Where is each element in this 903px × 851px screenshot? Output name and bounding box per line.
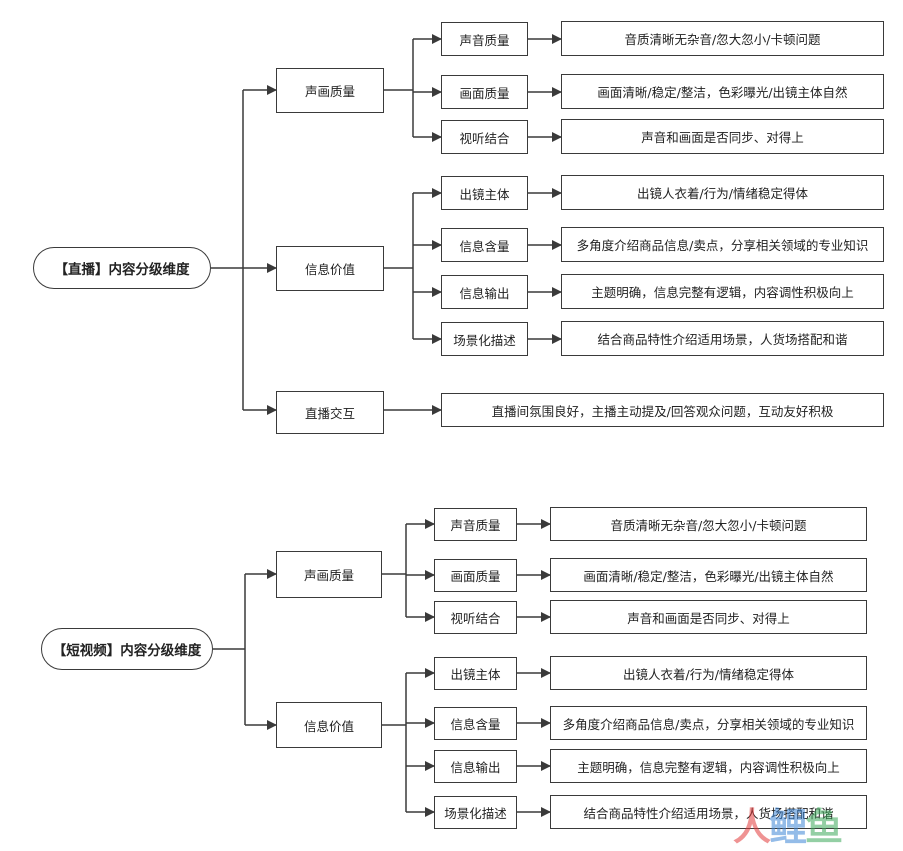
desc-live-av-sync: 声音和画面是否同步、对得上 bbox=[561, 119, 884, 154]
leaf-video-picture-quality: 画面质量 bbox=[434, 559, 517, 592]
desc-live-scene-desc: 结合商品特性介绍适用场景，人货场搭配和谐 bbox=[561, 321, 884, 356]
desc-video-on-camera: 出镜人衣着/行为/情绪稳定得体 bbox=[550, 656, 867, 690]
desc-video-av-sync: 声音和画面是否同步、对得上 bbox=[550, 600, 867, 634]
leaf-live-sound-quality: 声音质量 bbox=[441, 22, 528, 56]
leaf-video-on-camera: 出镜主体 bbox=[434, 657, 517, 690]
leaf-live-picture-quality: 画面质量 bbox=[441, 75, 528, 109]
leaf-live-info-output: 信息输出 bbox=[441, 275, 528, 309]
desc-live-info-output: 主题明确，信息完整有逻辑，内容调性积极向上 bbox=[561, 274, 884, 309]
branch-video-info-value: 信息价值 bbox=[276, 702, 382, 748]
leaf-video-sound-quality: 声音质量 bbox=[434, 508, 517, 541]
desc-live-info-amount: 多角度介绍商品信息/卖点，分享相关领域的专业知识 bbox=[561, 227, 884, 262]
watermark-char-2: 鲤 bbox=[769, 805, 807, 849]
branch-video-av-quality: 声画质量 bbox=[276, 551, 382, 598]
root-live: 【直播】内容分级维度 bbox=[33, 247, 211, 289]
leaf-video-av-sync: 视听结合 bbox=[434, 601, 517, 634]
watermark-char-1: 人 bbox=[733, 805, 771, 849]
leaf-live-scene-desc: 场景化描述 bbox=[441, 322, 528, 356]
root-short-video: 【短视频】内容分级维度 bbox=[41, 628, 213, 670]
leaf-live-info-amount: 信息含量 bbox=[441, 228, 528, 262]
leaf-live-av-sync: 视听结合 bbox=[441, 120, 528, 154]
desc-video-scene-desc: 结合商品特性介绍适用场景，人货场搭配和谐 bbox=[550, 795, 867, 829]
leaf-video-scene-desc: 场景化描述 bbox=[434, 796, 517, 829]
branch-live-info-value: 信息价值 bbox=[276, 246, 384, 291]
desc-video-info-output: 主题明确，信息完整有逻辑，内容调性积极向上 bbox=[550, 749, 867, 783]
leaf-video-info-output: 信息输出 bbox=[434, 750, 517, 783]
watermark-char-3: 鱼 bbox=[805, 805, 843, 849]
watermark-logo: 人鲤鱼 bbox=[733, 796, 843, 851]
desc-live-picture-quality: 画面清晰/稳定/整洁，色彩曝光/出镜主体自然 bbox=[561, 74, 884, 109]
leaf-video-info-amount: 信息含量 bbox=[434, 707, 517, 740]
desc-video-sound-quality: 音质清晰无杂音/忽大忽小/卡顿问题 bbox=[550, 507, 867, 541]
leaf-live-on-camera: 出镜主体 bbox=[441, 176, 528, 210]
branch-live-av-quality: 声画质量 bbox=[276, 68, 384, 113]
branch-live-interaction: 直播交互 bbox=[276, 391, 384, 434]
desc-live-interaction: 直播间氛围良好，主播主动提及/回答观众问题，互动友好积极 bbox=[441, 393, 884, 427]
desc-live-sound-quality: 音质清晰无杂音/忽大忽小/卡顿问题 bbox=[561, 21, 884, 56]
desc-video-info-amount: 多角度介绍商品信息/卖点，分享相关领域的专业知识 bbox=[550, 706, 867, 740]
desc-video-picture-quality: 画面清晰/稳定/整洁，色彩曝光/出镜主体自然 bbox=[550, 558, 867, 592]
desc-live-on-camera: 出镜人衣着/行为/情绪稳定得体 bbox=[561, 175, 884, 210]
